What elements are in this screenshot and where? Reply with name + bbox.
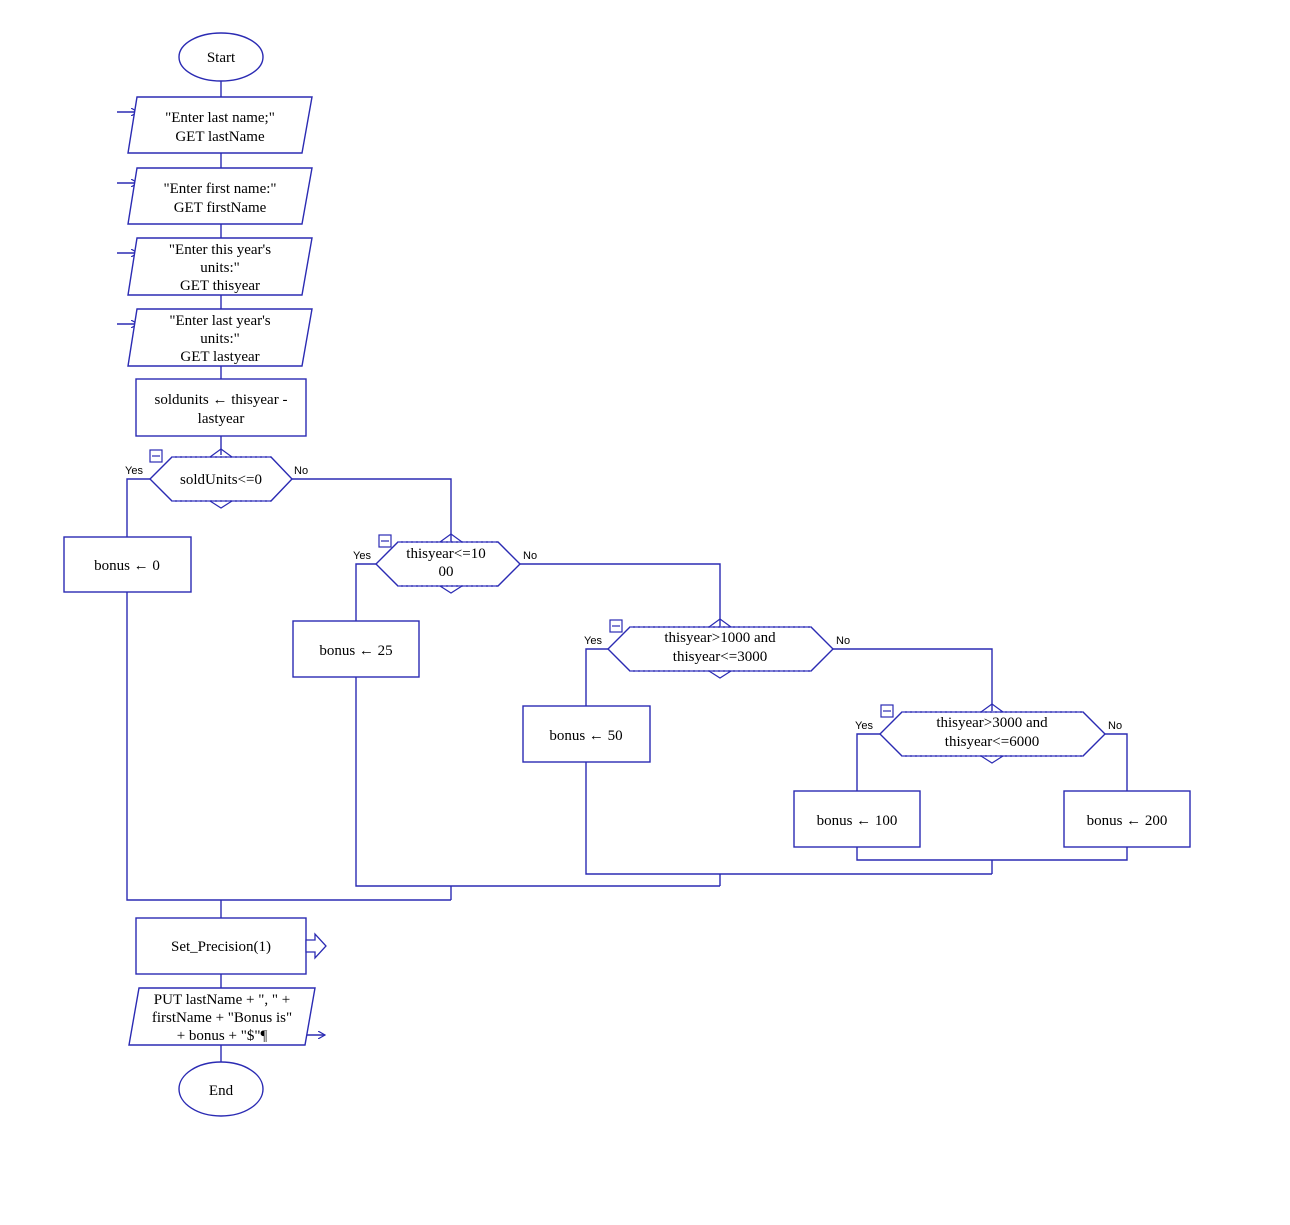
decision-thisyear-3000-line-2: thisyear<=3000 xyxy=(673,649,767,665)
no-branch-d1 xyxy=(292,478,452,542)
assign-bonus-25-label: bonus ← 25 xyxy=(319,643,392,659)
assign-bonus-0: bonus ← 0 xyxy=(63,536,192,593)
input-last-year: "Enter last year's units:" GET lastyear xyxy=(127,308,313,367)
yes-label-d3: Yes xyxy=(584,635,602,647)
input-this-year-line-2: units:" xyxy=(200,260,239,276)
output-put-line-3: + bonus + "$"¶ xyxy=(177,1028,268,1044)
decision-thisyear-1000: thisyear<=10 00 xyxy=(375,533,521,594)
decision-thisyear-6000: thisyear>3000 and thisyear<=6000 xyxy=(879,703,1106,764)
assign-bonus-50: bonus ← 50 xyxy=(522,705,651,763)
no-label-d2: No xyxy=(523,550,537,562)
no-label-d4: No xyxy=(1108,720,1122,732)
assign-soldunits-line-1: soldunits ← thisyear - xyxy=(155,392,288,408)
input-this-year: "Enter this year's units:" GET thisyear xyxy=(127,237,313,296)
input-last-name-line-1: "Enter last name;" xyxy=(165,110,275,126)
end-label: End xyxy=(209,1083,234,1099)
call-arrow-icon xyxy=(305,932,327,960)
end-terminal: End xyxy=(178,1061,264,1117)
decision-thisyear-3000: thisyear>1000 and thisyear<=3000 xyxy=(607,618,834,679)
start-label: Start xyxy=(207,50,236,66)
yes-branch-d3 xyxy=(585,648,608,706)
input-this-year-line-1: "Enter this year's xyxy=(169,242,271,258)
input-last-name: "Enter last name;" GET lastName xyxy=(127,96,313,154)
no-branch-d3 xyxy=(833,648,993,711)
merge-line-d4 xyxy=(856,847,1128,861)
decision-thisyear-1000-line-1: thisyear<=10 xyxy=(406,546,485,562)
start-terminal: Start xyxy=(178,32,264,82)
no-branch-d4 xyxy=(1105,733,1128,791)
decision-thisyear-6000-line-2: thisyear<=6000 xyxy=(945,734,1039,750)
input-first-name-line-1: "Enter first name:" xyxy=(163,181,276,197)
decision-thisyear-3000-line-1: thisyear>1000 and xyxy=(664,630,776,646)
input-this-year-line-3: GET thisyear xyxy=(180,278,260,294)
yes-label-d4: Yes xyxy=(855,720,873,732)
output-put: PUT lastName + ", " + firstName + "Bonus… xyxy=(128,987,316,1046)
no-branch-d2 xyxy=(520,563,721,627)
assign-bonus-200-label: bonus ← 200 xyxy=(1087,813,1168,829)
call-set-precision: Set_Precision(1) xyxy=(135,917,307,975)
input-last-year-line-2: units:" xyxy=(200,331,239,347)
decision-sold-units-label: soldUnits<=0 xyxy=(180,472,262,488)
yes-label-d2: Yes xyxy=(353,550,371,562)
decision-thisyear-1000-line-2: 00 xyxy=(439,564,454,580)
output-put-line-1: PUT lastName + ", " + xyxy=(154,992,290,1008)
collapse-toggle-icon[interactable] xyxy=(149,449,163,463)
collapse-toggle-icon[interactable] xyxy=(609,619,623,633)
decision-sold-units: soldUnits<=0 xyxy=(149,448,293,509)
input-first-name: "Enter first name:" GET firstName xyxy=(127,167,313,225)
assign-bonus-25: bonus ← 25 xyxy=(292,620,420,678)
yes-branch-d1 xyxy=(126,478,150,537)
assign-bonus-100-label: bonus ← 100 xyxy=(817,813,898,829)
yes-branch-d4 xyxy=(856,733,880,791)
no-label-d1: No xyxy=(294,465,308,477)
connectors xyxy=(117,81,1128,1062)
assign-bonus-50-label: bonus ← 50 xyxy=(549,728,622,744)
decision-thisyear-6000-line-1: thisyear>3000 and xyxy=(936,715,1048,731)
assign-soldunits-line-2: lastyear xyxy=(198,411,245,427)
merge-line-d2 xyxy=(355,677,720,887)
input-last-year-line-1: "Enter last year's xyxy=(169,313,270,329)
output-put-line-2: firstName + "Bonus is" xyxy=(152,1010,292,1026)
call-set-precision-label: Set_Precision(1) xyxy=(171,939,271,955)
input-last-name-line-2: GET lastName xyxy=(175,129,265,145)
yes-label-d1: Yes xyxy=(125,465,143,477)
input-first-name-line-2: GET firstName xyxy=(174,200,267,216)
no-label-d3: No xyxy=(836,635,850,647)
collapse-toggle-icon[interactable] xyxy=(880,704,894,718)
merge-line-d1 xyxy=(126,592,451,901)
assign-soldunits: soldunits ← thisyear - lastyear xyxy=(135,378,307,437)
assign-bonus-100: bonus ← 100 xyxy=(793,790,921,848)
yes-branch-d2 xyxy=(355,563,376,621)
assign-bonus-0-label: bonus ← 0 xyxy=(94,558,160,574)
collapse-toggle-icon[interactable] xyxy=(378,534,392,548)
input-last-year-line-3: GET lastyear xyxy=(180,349,259,365)
assign-bonus-200: bonus ← 200 xyxy=(1063,790,1191,848)
merge-line-d3 xyxy=(585,762,992,875)
